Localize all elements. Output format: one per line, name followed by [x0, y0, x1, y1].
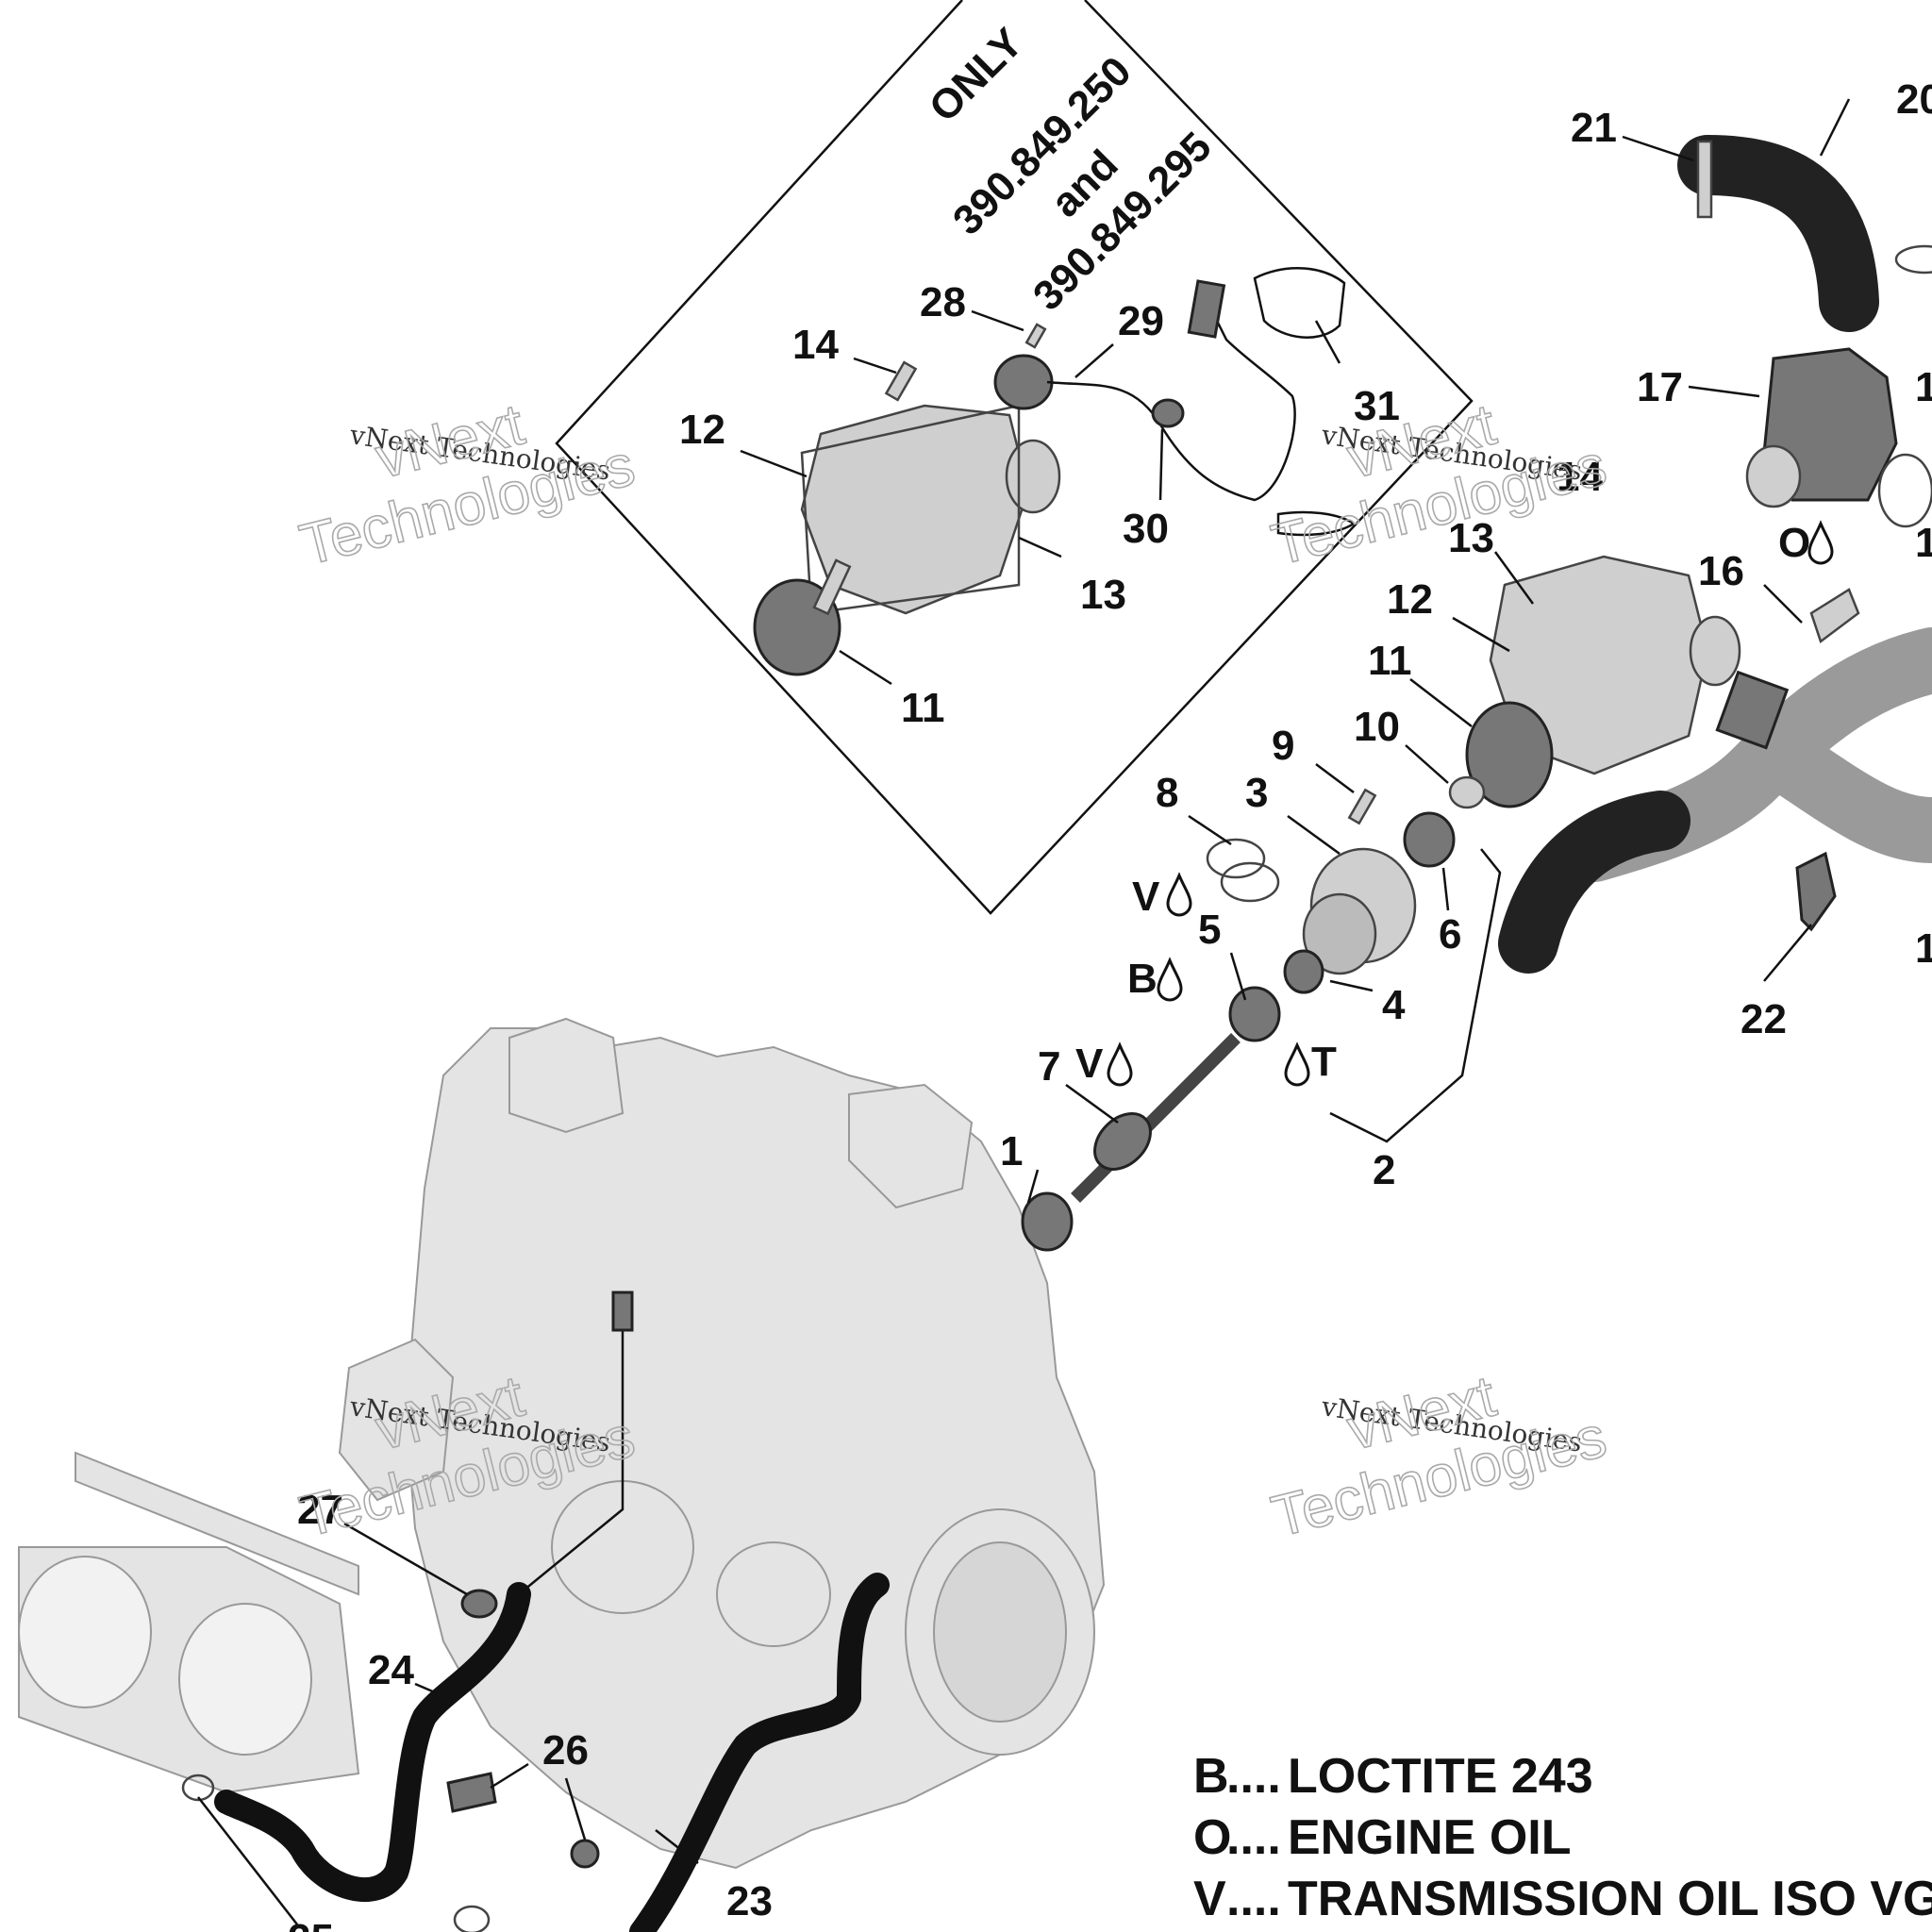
legend-text-v: TRANSMISSION OIL ISO VG 100: [1288, 1872, 1932, 1926]
breather-hose-27: [460, 1291, 634, 1619]
symbol-v-8: V: [1132, 874, 1160, 920]
drop-icon: [1807, 520, 1834, 565]
callout-14-alt: 14: [792, 322, 839, 368]
watermark-1-outline: vNext Technologies: [293, 391, 641, 579]
symbol-o: O: [1778, 520, 1810, 566]
watermark-4-outline: vNext Technologies: [1265, 1363, 1613, 1551]
callout-1: 1: [1000, 1128, 1023, 1174]
callout-30: 30: [1123, 506, 1169, 552]
symbol-v-7: V: [1075, 1041, 1104, 1087]
o-rings-8: [1206, 838, 1280, 903]
callout-1-right-mid: 1: [1915, 520, 1932, 566]
hose-23: [629, 1573, 890, 1932]
hose-20: [1677, 135, 1879, 332]
drop-icon: [1166, 872, 1192, 917]
callout-17: 17: [1637, 364, 1683, 410]
bolt-14-alt: [884, 360, 918, 402]
throttle-body: [18, 1451, 360, 1794]
bolt-9: [1347, 788, 1377, 825]
callout-13: 13: [1448, 515, 1494, 561]
legend-dots-o: ....: [1226, 1810, 1281, 1865]
callout-labels: 1 2 3 4 5 6 7 8 9 10 11 12 13 14 16 17 2…: [288, 76, 1932, 1932]
nut-16: [1809, 588, 1860, 644]
callout-7: 7: [1038, 1043, 1060, 1090]
hose-24: [214, 1582, 531, 1902]
wire-tie-31: [1253, 267, 1357, 537]
water-pump-housing-alt: [800, 404, 1061, 615]
callout-24: 24: [368, 1647, 414, 1693]
callout-3: 3: [1245, 770, 1268, 816]
callout-5: 5: [1198, 907, 1221, 953]
legend-text-o: ENGINE OIL: [1288, 1810, 1571, 1865]
drop-icon: [1157, 957, 1183, 1002]
clamp-right: [1877, 244, 1932, 528]
callout-11-alt: 11: [901, 685, 945, 731]
drop-icon: [1284, 1041, 1310, 1087]
callout-21: 21: [1571, 105, 1617, 151]
callout-8: 8: [1156, 770, 1178, 816]
leader-lines: [197, 98, 1851, 1925]
callout-26: 26: [542, 1727, 589, 1774]
thermostat-housing-17: [1745, 347, 1898, 508]
callout-10: 10: [1354, 704, 1400, 750]
symbol-t-4: T: [1311, 1039, 1337, 1085]
watermark-2-outline: vNext Technologies: [1265, 391, 1613, 579]
water-pump-housing: [1489, 555, 1741, 775]
callout-25: 25: [288, 1916, 334, 1932]
callout-13-alt: 13: [1080, 572, 1126, 618]
callout-11: 11: [1368, 638, 1412, 684]
clips-26: [446, 1772, 600, 1869]
callout-23: 23: [726, 1878, 773, 1924]
legend-code-v: V: [1193, 1872, 1226, 1926]
callout-2: 2: [1373, 1147, 1395, 1193]
callout-28: 28: [920, 279, 966, 325]
seal-4: [1283, 949, 1324, 994]
legend-code-o: O: [1193, 1810, 1231, 1865]
callout-22: 22: [1740, 996, 1787, 1042]
symbol-b-5: B: [1127, 956, 1158, 1002]
alt-part-group-frame: [555, 0, 1474, 915]
washer-10: [1448, 775, 1486, 809]
clamp-22: [1795, 851, 1837, 932]
callout-6: 6: [1439, 911, 1461, 958]
legend-dots-v: ....: [1226, 1872, 1281, 1926]
legend-dots-b: ....: [1226, 1749, 1281, 1804]
callout-14: 14: [1557, 454, 1603, 500]
drop-icon: [1107, 1041, 1133, 1087]
callout-16: 16: [1698, 548, 1744, 594]
callout-27: 27: [297, 1487, 343, 1533]
plug-30: [1151, 398, 1185, 428]
impeller: [1465, 701, 1554, 808]
impeller-alt: [753, 558, 852, 676]
callout-12: 12: [1387, 576, 1433, 623]
lubricant-symbols: V B V T O: [1075, 520, 1834, 1087]
callout-9: 9: [1272, 723, 1294, 769]
bearing-5: [1228, 986, 1281, 1042]
callout-12-alt: 12: [679, 407, 725, 453]
callout-1-right-bottom: 1: [1915, 925, 1932, 972]
clamp-21: [1696, 140, 1713, 219]
callout-29: 29: [1118, 298, 1164, 344]
clamp-25: [181, 1774, 491, 1932]
coolant-hoses: [1498, 627, 1932, 974]
sensor-29: [993, 279, 1296, 502]
legend-text-b: LOCTITE 243: [1288, 1749, 1593, 1804]
engine-block: [338, 1017, 1106, 1870]
shaft-7: [1071, 1033, 1241, 1203]
bolt-28: [1024, 323, 1047, 349]
callout-1-right-top: 1: [1915, 364, 1932, 410]
callout-4: 4: [1382, 982, 1406, 1028]
box-note-line1: ONLY: [921, 20, 1032, 131]
bearing-1: [1021, 1191, 1074, 1252]
callout-20: 20: [1896, 76, 1932, 123]
bearing-housing-3: [1302, 847, 1417, 975]
legend: B .... LOCTITE 243 O .... ENGINE OIL V .…: [1193, 1749, 1932, 1926]
callout-31: 31: [1354, 383, 1400, 429]
legend-code-b: B: [1193, 1749, 1229, 1804]
seal-6: [1403, 811, 1456, 868]
